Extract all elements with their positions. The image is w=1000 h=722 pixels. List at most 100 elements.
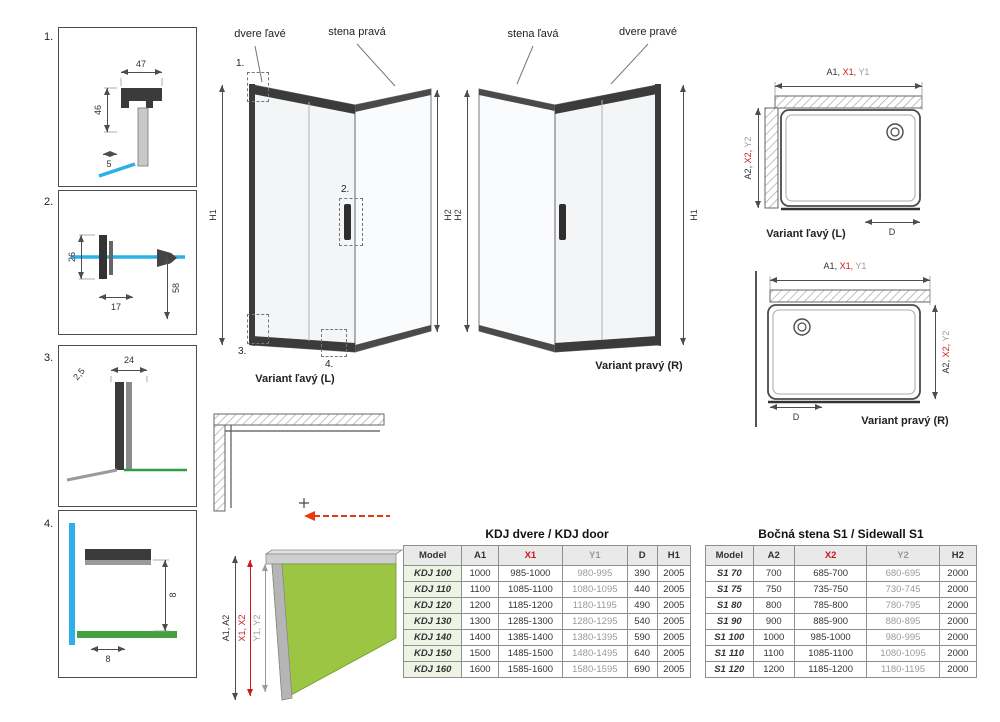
value-cell: 1400 <box>461 629 499 646</box>
install-diagram <box>208 408 398 528</box>
dim-47: 47 <box>135 59 147 69</box>
dim-26: 26 <box>67 251 77 263</box>
elevation-right: stena ľavá dvere pravé H2 H1 Variant pra… <box>453 26 705 390</box>
dim-h1-left: H1 <box>208 209 218 221</box>
model-cell: KDJ 120 <box>402 597 463 614</box>
kdj-table-title: KDJ dvere / KDJ door <box>485 527 609 541</box>
callout-1: 1. <box>236 58 245 69</box>
dim-line-y1y2 <box>262 564 268 692</box>
wall-top <box>774 95 923 109</box>
value-cell: 2005 <box>656 581 692 598</box>
model-cell: KDJ 100 <box>402 565 463 582</box>
floor-strip <box>77 631 177 638</box>
value-cell: 1280-1295 <box>562 613 628 630</box>
dim-line-a2-right <box>932 305 938 399</box>
dim-a2x2y2-right: A2, X2, Y2 <box>941 331 951 374</box>
door-bottom-rail <box>253 336 355 352</box>
dim-line-17 <box>99 294 133 300</box>
dim-line-58 <box>164 257 170 319</box>
door-handle-icon <box>559 204 566 240</box>
dim-24: 24 <box>123 355 135 365</box>
model-cell: S1 90 <box>705 613 754 630</box>
value-cell: 900 <box>752 613 795 630</box>
column-header: H2 <box>938 545 978 566</box>
value-cell: 1080-1095 <box>562 581 628 598</box>
plan-left-drawing <box>764 82 923 211</box>
handle-bracket <box>99 235 107 279</box>
dim-line-a1-right <box>770 277 930 283</box>
dim-part-y1: Y1 <box>858 67 870 77</box>
dim-part-a2: A2, <box>941 357 951 374</box>
value-cell: 1180-1195 <box>562 597 628 614</box>
shower-tray-inner <box>772 309 916 395</box>
value-cell: 980-995 <box>866 629 940 646</box>
door-bottom-rail <box>555 336 657 352</box>
dim-8h: 8 <box>105 654 111 664</box>
detail-3-box: 2,5 24 <box>58 345 197 507</box>
value-cell: 1385-1400 <box>497 629 564 646</box>
wall-profile-bar <box>115 382 124 470</box>
callout-2: 2. <box>341 184 350 195</box>
glass-edge <box>98 162 136 178</box>
dim-x1x2: X1, X2 <box>237 614 247 642</box>
dim-line-x1x2 <box>247 560 253 696</box>
value-cell: 1600 <box>461 661 499 678</box>
value-cell: 1080-1095 <box>866 645 940 662</box>
dim-part-y2: Y2 <box>743 136 753 148</box>
caption-elevation-right: Variant pravý (R) <box>595 360 683 372</box>
value-cell: 1100 <box>752 645 795 662</box>
value-cell: 1185-1200 <box>497 597 564 614</box>
wall-left <box>213 424 226 512</box>
column-header: Model <box>402 545 463 566</box>
callout-2-box <box>339 198 363 246</box>
value-cell: 1085-1100 <box>497 581 564 598</box>
shower-tray <box>767 304 921 400</box>
value-cell: 640 <box>626 645 658 662</box>
floor-slope <box>66 468 118 482</box>
slide-direction-arrow-icon <box>304 511 315 521</box>
glass-panel <box>69 523 75 645</box>
callout-4: 4. <box>325 359 334 370</box>
dim-a1x1y1-left: A1, X1, Y1 <box>827 67 870 77</box>
profile-leg <box>137 107 149 167</box>
side-wall-panel <box>478 88 556 353</box>
dim-line-h2-left <box>434 90 440 332</box>
value-cell: 390 <box>626 565 658 582</box>
model-cell: KDJ 110 <box>402 581 463 598</box>
value-cell: 1585-1600 <box>497 661 564 678</box>
dim-a1x1y1-right: A1, X1, Y1 <box>824 261 867 271</box>
plan-right-drawing <box>755 271 931 427</box>
detail-1-drawing <box>98 78 163 178</box>
shower-tray <box>780 109 921 207</box>
dim-line-5 <box>103 151 117 157</box>
value-cell: 980-995 <box>562 565 628 582</box>
dim-part-y2: Y2 <box>941 330 951 342</box>
model-cell: KDJ 140 <box>402 629 463 646</box>
value-cell: 1000 <box>752 629 795 646</box>
dim-h2-left: H2 <box>443 209 453 221</box>
dim-line-8v <box>162 560 168 631</box>
value-cell: 2005 <box>656 613 692 630</box>
dim-line-a1a2 <box>232 556 238 700</box>
door-handle-icon <box>344 204 351 240</box>
drain-icon <box>793 318 811 336</box>
shower-tray-inner <box>785 114 916 202</box>
bottom-profile-lip <box>85 560 151 565</box>
column-header: D <box>626 545 658 566</box>
label-door-left: dvere ľavé <box>234 28 286 40</box>
detail-4-number: 4. <box>44 518 54 530</box>
dim-line-h1-right <box>680 85 686 345</box>
door-panel <box>554 84 658 353</box>
